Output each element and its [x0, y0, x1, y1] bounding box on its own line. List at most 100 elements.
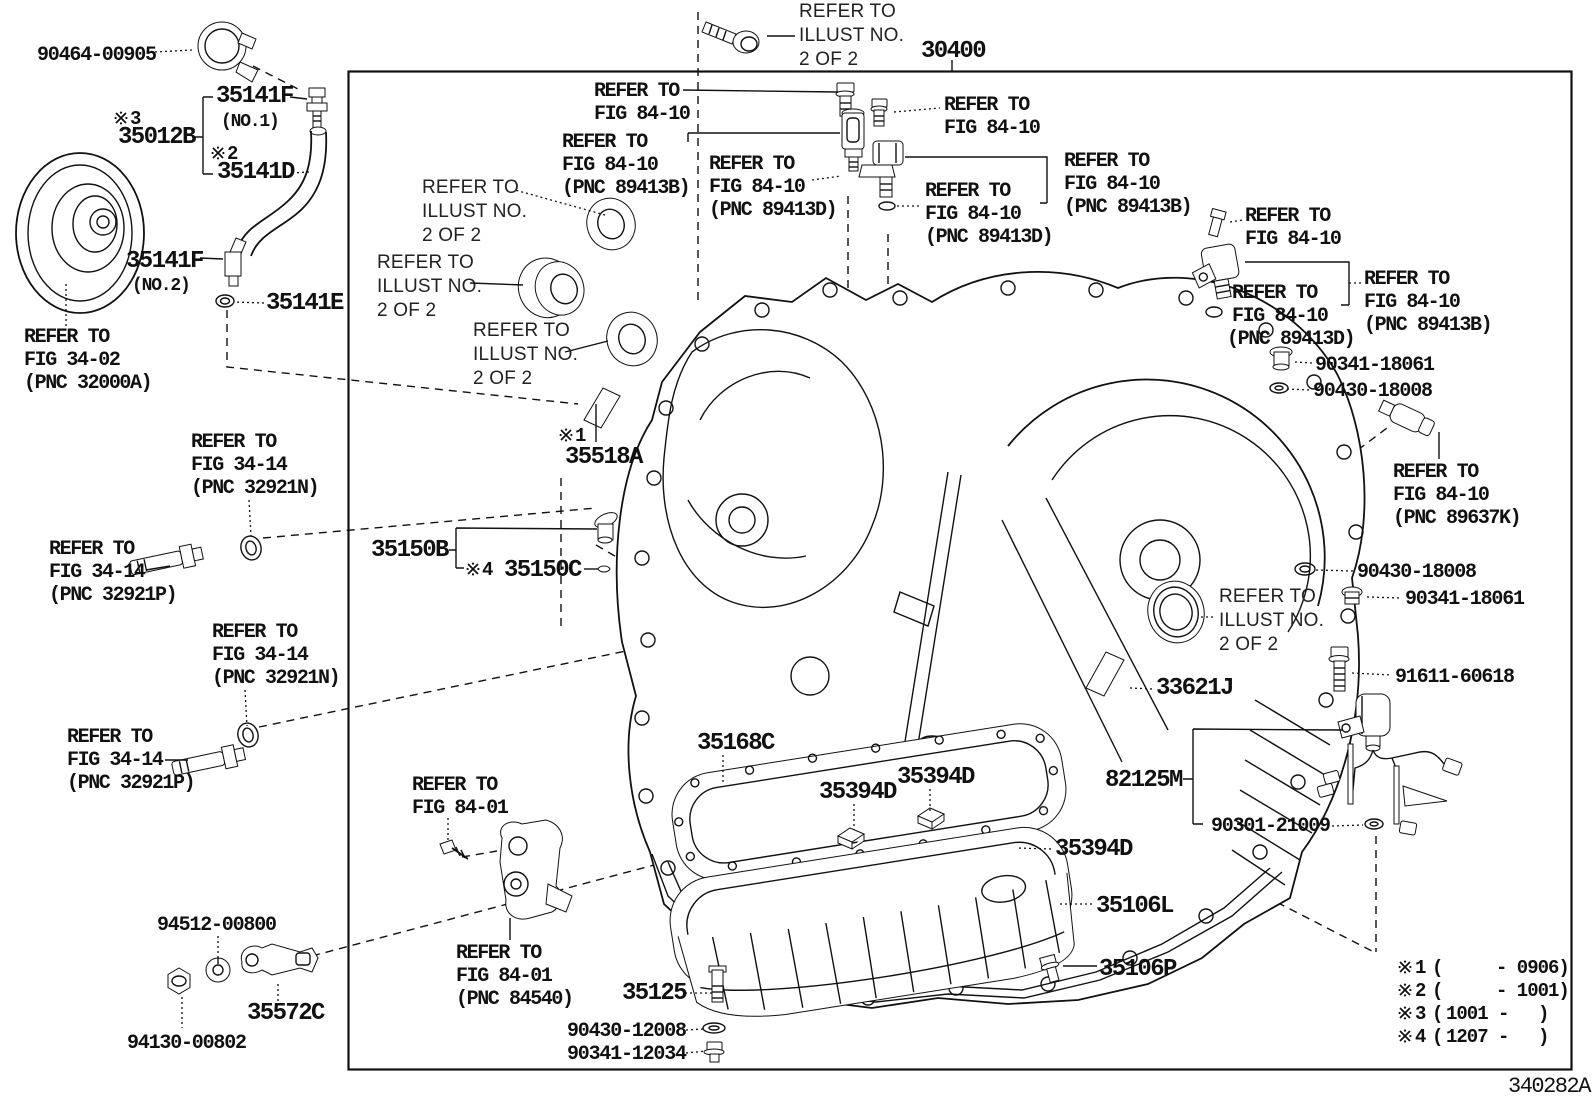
reference-labels: REFER TO FIG 34-02 (PNC 32000A) REFER TO… — [24, 1, 1522, 1011]
svg-text:FIG 84-10: FIG 84-10 — [1064, 173, 1160, 196]
oil-seal-d — [1147, 580, 1205, 644]
note-2: 2 ( - 1001) — [1398, 980, 1570, 1002]
union-oring-drawing — [215, 294, 235, 308]
svg-text:(PNC 89413D): (PNC 89413D) — [1227, 328, 1354, 351]
ref-fig84-10-a: REFER TO FIG 84-10 — [594, 80, 691, 126]
label-figure-id: 340282A — [1508, 1074, 1592, 1099]
bracket-84540-drawing — [499, 819, 573, 920]
mark-4-number: 4 — [482, 559, 493, 581]
part-labels: 90464-00905 35141F (NO.1) 35012B 35141D … — [37, 38, 1592, 1099]
label-union-oring: 35141E — [266, 290, 344, 317]
svg-text:(PNC 89637K): (PNC 89637K) — [1393, 507, 1520, 530]
ref-fig84-10-89413d-3: REFER TO FIG 84-10 (PNC 89413D) — [1227, 282, 1356, 351]
svg-text:REFER TO: REFER TO — [24, 326, 110, 349]
leader-lines-dotted — [65, 49, 1402, 1054]
label-pan-bolt: 35106P — [1099, 956, 1177, 983]
hose-clamp-drawing — [197, 21, 259, 83]
ref-fig34-14p-2: REFER TO FIG 34-14 (PNC 32921P) — [67, 726, 196, 795]
svg-text:REFER TO: REFER TO — [562, 131, 648, 154]
speed-sensor-drawing — [1377, 399, 1435, 437]
label-overflow-tube: 35125 — [622, 980, 687, 1007]
leader-lines-solid — [145, 35, 1440, 967]
svg-text:REFER TO: REFER TO — [49, 538, 135, 561]
svg-text:REFER TO: REFER TO — [944, 94, 1030, 117]
label-union-no2: 35141F — [126, 248, 203, 275]
svg-text:2 OF 2: 2 OF 2 — [1219, 634, 1278, 655]
ref-illust-top: REFER TO ILLUST NO. 2 OF 2 — [799, 1, 904, 70]
ref-fig84-10-b: REFER TO FIG 84-10 — [944, 94, 1041, 140]
ref-fig34-02: REFER TO FIG 34-02 (PNC 32000A) — [24, 326, 153, 395]
ref-fig84-01: REFER TO FIG 84-01 — [412, 774, 510, 820]
svg-text:REFER TO: REFER TO — [1219, 586, 1316, 607]
bolt-8401-drawing — [439, 839, 469, 860]
svg-text:REFER TO: REFER TO — [456, 942, 542, 965]
svg-text:FIG 34-14: FIG 34-14 — [191, 454, 288, 477]
legend-notes: 1 ( - 0906) 2 ( - 1001) 3 ( 1001 - ) 4 (… — [1398, 957, 1570, 1048]
label-harness-oring: 90301-21009 — [1211, 815, 1330, 838]
illust-bolt-top-drawing — [701, 21, 760, 54]
svg-text:(: ( — [1432, 1003, 1442, 1025]
svg-text:REFER TO: REFER TO — [799, 1, 896, 22]
oil-seal-b — [517, 257, 585, 319]
oil-strainer-drawing — [594, 512, 618, 573]
svg-text:FIG 84-01: FIG 84-01 — [412, 797, 509, 820]
sensor-right-drawing — [1191, 207, 1240, 318]
svg-text:REFER TO: REFER TO — [191, 431, 277, 454]
svg-text:ILLUST NO.: ILLUST NO. — [473, 344, 578, 365]
svg-text:3: 3 — [1415, 1003, 1426, 1025]
note-1: 1 ( - 0906) — [1398, 957, 1570, 979]
label-assembly: 30400 — [921, 38, 986, 65]
ref-illust-seal-c: REFER TO ILLUST NO. 2 OF 2 — [473, 320, 578, 389]
svg-text:REFER TO: REFER TO — [422, 177, 519, 198]
svg-text:- 1001): - 1001) — [1496, 980, 1569, 1002]
ref-fig34-14n-2: REFER TO FIG 34-14 (PNC 32921N) — [212, 621, 341, 690]
union-no2-drawing — [224, 237, 247, 287]
svg-text:FIG 84-10: FIG 84-10 — [1364, 291, 1460, 314]
bolt-b-drawing — [870, 98, 888, 127]
wire-harness-drawing — [1316, 693, 1463, 836]
svg-text:FIG 84-10: FIG 84-10 — [1245, 228, 1341, 251]
label-washer: 94512-00800 — [157, 914, 276, 937]
union-32921p-2 — [171, 744, 247, 776]
nut-94130-drawing — [167, 967, 191, 995]
svg-text:REFER TO: REFER TO — [473, 320, 570, 341]
mark-2-number: 2 — [227, 143, 238, 165]
label-upper-plug: 90341-18061 — [1315, 354, 1435, 377]
ref-fig84-01-84540: REFER TO FIG 84-01 (PNC 84540) — [456, 942, 574, 1011]
label-oil-pan: 35106L — [1096, 893, 1174, 920]
svg-text:REFER TO: REFER TO — [594, 80, 680, 103]
label-caution-tag: 33621J — [1156, 675, 1233, 702]
svg-text:- 0906): - 0906) — [1496, 957, 1569, 979]
label-tube-assy: 35012B — [118, 124, 196, 151]
svg-text:(PNC 89413B): (PNC 89413B) — [562, 177, 689, 200]
note-3: 3 ( 1001 - ) — [1398, 1003, 1549, 1025]
svg-text:ILLUST NO.: ILLUST NO. — [799, 25, 904, 46]
harness-oring-drawing — [1364, 818, 1384, 830]
oil-pan-drawing — [669, 826, 1075, 1017]
figure-border — [347, 70, 1573, 1071]
svg-text:(PNC 84540): (PNC 84540) — [456, 988, 573, 1011]
label-magnet-1: 35394D — [819, 779, 897, 806]
svg-text:(PNC 89413D): (PNC 89413D) — [709, 199, 836, 222]
torque-converter-drawing — [15, 152, 145, 314]
svg-text:FIG 84-10: FIG 84-10 — [1393, 484, 1489, 507]
svg-text:REFER TO: REFER TO — [1245, 205, 1331, 228]
oil-hose-drawing — [237, 126, 328, 257]
label-union-no1: 35141F — [216, 83, 293, 110]
ref-fig84-10-89413d-1: REFER TO FIG 84-10 (PNC 89413D) — [709, 153, 838, 222]
svg-text:(PNC 32921N): (PNC 32921N) — [191, 477, 318, 500]
ref-fig34-14p-1: REFER TO FIG 34-14 (PNC 32921P) — [49, 538, 178, 607]
mark-3-number: 3 — [130, 108, 141, 130]
svg-text:REFER TO: REFER TO — [412, 774, 498, 797]
upper-gasket-drawing — [1269, 382, 1289, 394]
label-magnet-3: 35394D — [1055, 836, 1133, 863]
ref-fig84-10-89413d-2: REFER TO FIG 84-10 (PNC 89413D) — [925, 180, 1054, 249]
label-mid-plug: 90341-18061 — [1405, 588, 1525, 611]
caution-tag-drawing — [1085, 651, 1125, 697]
svg-text:(: ( — [1432, 980, 1442, 1002]
svg-text:(PNC 32000A): (PNC 32000A) — [24, 372, 151, 395]
label-strainer: 35150B — [371, 537, 449, 564]
upper-plug-drawing — [1269, 346, 1293, 371]
